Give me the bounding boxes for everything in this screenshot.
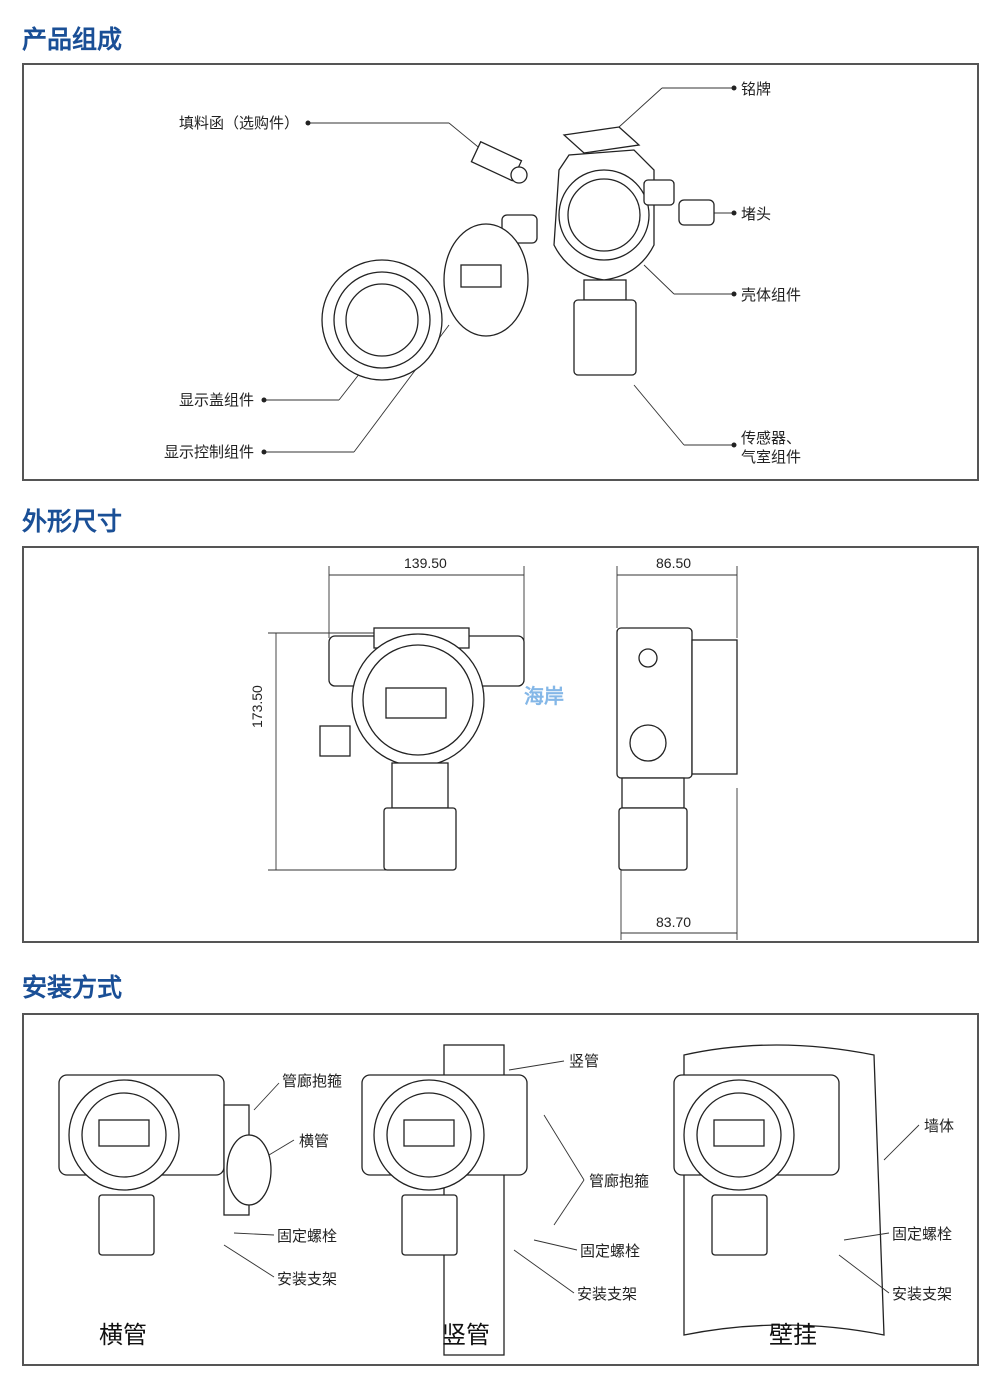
dim-side-top: 86.50 [656,555,692,571]
dimension-drawing [268,566,738,940]
watermark: 海岸 [524,684,564,708]
label-v-bracket: 安装支架 [577,1285,638,1303]
label-h-pipe: 横管 [299,1132,330,1150]
caption-wall: 壁挂 [769,1321,817,1349]
label-display-cover: 显示盖组件 [179,391,255,409]
caption-horizontal: 横管 [99,1321,147,1349]
label-housing: 壳体组件 [741,286,802,304]
section-title-composition: 产品组成 [22,25,123,54]
label-h-bracket: 安装支架 [277,1270,338,1288]
label-nameplate: 铭牌 [741,80,772,98]
label-v-bolt: 固定螺栓 [580,1242,641,1260]
composition-panel: 填料函（选购件） 铭牌 堵头 壳体组件 显示盖组件 显示控制组件 传感器、 气室… [22,63,979,481]
caption-vertical: 竖管 [442,1321,490,1349]
label-plug: 堵头 [741,205,772,223]
exploded-view-drawing [261,85,737,455]
dim-side-bottom: 83.70 [656,914,692,930]
label-gland: 填料函（选购件） [179,114,300,132]
label-sensor-line2: 气室组件 [741,448,802,466]
dimensions-panel: 139.50 173.50 86.50 83.70 海岸 [22,546,979,943]
label-v-pipe: 竖管 [569,1052,600,1070]
label-h-clamp: 管廊抱箍 [282,1072,343,1090]
installation-panel: 管廊抱箍 横管 固定螺栓 安装支架 横管 竖管 管廊抱箍 固定螺栓 安装支架 竖… [22,1013,979,1366]
label-sensor-line1: 传感器、 [741,429,802,447]
installation-drawings [58,1044,920,1356]
label-w-bolt: 固定螺栓 [892,1225,953,1243]
label-display-control: 显示控制组件 [164,443,255,461]
label-w-bracket: 安装支架 [892,1285,953,1303]
label-v-clamp: 管廊抱箍 [589,1172,650,1190]
section-title-installation: 安装方式 [22,973,123,1002]
section-title-dimensions: 外形尺寸 [22,507,123,536]
dim-height: 173.50 [249,685,265,728]
label-w-wall: 墙体 [924,1117,955,1135]
dim-front-width: 139.50 [404,555,447,571]
label-h-bolt: 固定螺栓 [277,1227,338,1245]
